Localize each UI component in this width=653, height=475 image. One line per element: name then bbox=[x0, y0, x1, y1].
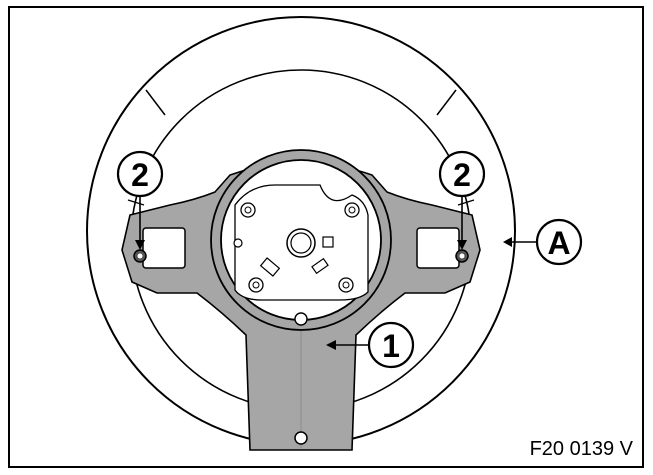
screw-left bbox=[133, 249, 147, 263]
mounting-hole-bottom-left bbox=[248, 277, 264, 293]
lug-right bbox=[322, 236, 334, 248]
hub-bottom-fixture bbox=[294, 312, 308, 326]
center-shaft-inner bbox=[290, 232, 312, 254]
rim-seam-left bbox=[145, 89, 166, 116]
callout-a-label: A bbox=[547, 225, 570, 261]
callout-2-left: 2 bbox=[116, 150, 164, 198]
rim-seam-right-low bbox=[457, 199, 475, 206]
rim-seam-right bbox=[436, 89, 457, 116]
mounting-hole-top-right bbox=[344, 202, 360, 218]
right-button-panel bbox=[416, 227, 460, 269]
left-button-panel bbox=[142, 227, 186, 269]
screw-right bbox=[455, 249, 469, 263]
callout-2-left-label: 2 bbox=[131, 157, 149, 193]
callout-a: A bbox=[535, 218, 583, 266]
bottom-spoke-hole bbox=[294, 431, 308, 445]
lug-bottom-right bbox=[311, 257, 329, 275]
figure-id: F20 0139 V bbox=[529, 438, 633, 460]
leader-2-right bbox=[457, 196, 467, 250]
small-hole-left bbox=[233, 238, 243, 248]
leader-a bbox=[503, 237, 537, 247]
mounting-hole-bottom-right bbox=[338, 277, 354, 293]
callout-2-right: 2 bbox=[438, 150, 486, 198]
callout-1: 1 bbox=[367, 321, 415, 369]
leader-2-left bbox=[135, 196, 145, 250]
mounting-hole-top-left bbox=[240, 202, 256, 218]
callout-2-right-label: 2 bbox=[453, 157, 471, 193]
lug-left bbox=[259, 257, 281, 277]
rim-seam-left-low bbox=[127, 199, 145, 206]
callout-1-label: 1 bbox=[382, 328, 400, 364]
leader-1 bbox=[326, 340, 368, 350]
